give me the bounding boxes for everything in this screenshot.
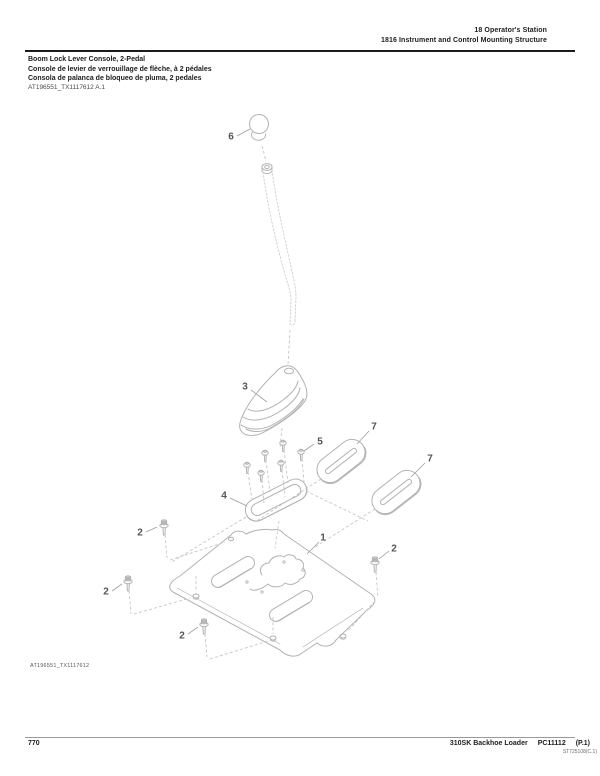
title-spanish: Consola de palanca de bloqueo de pluma, … <box>28 75 202 82</box>
plate-slot-upper <box>210 555 256 589</box>
callout-base-plate: 1 <box>320 532 326 544</box>
callout-gasket: 4 <box>221 490 227 502</box>
flange-bolt <box>159 519 169 536</box>
footer-right: 310SK Backhoe Loader PC11112 (P.1) <box>440 740 590 747</box>
footer-rule <box>25 737 575 738</box>
callout-bolt-top-left: 2 <box>137 527 143 539</box>
screw <box>297 448 305 461</box>
footer-catalog: PC11112 <box>537 740 566 747</box>
footer-page-ref: (P.1) <box>575 740 590 747</box>
screw <box>277 459 285 472</box>
lever-collar <box>261 163 273 174</box>
title-french: Console de levier de verrouillage de flè… <box>28 65 212 73</box>
footer-doc-code: ST725108(C.1) <box>562 749 597 755</box>
header-subsection: 1816 Instrument and Control Mounting Str… <box>381 36 547 44</box>
boot-screws <box>243 439 305 482</box>
diagram-caption: AT196551_TX1117612 <box>30 663 90 669</box>
base-plate <box>169 528 376 657</box>
callout-leaders <box>111 128 426 635</box>
callout-knob: 6 <box>228 131 234 143</box>
callout-bolt-bottom: 2 <box>179 630 185 642</box>
flange-bolt <box>199 618 209 635</box>
header-section: 18 Operator's Station <box>474 27 547 34</box>
figure-reference: AT196551_TX1117612 A.1 <box>28 84 105 91</box>
screw <box>261 449 269 462</box>
callout-bolt-right: 2 <box>391 543 397 555</box>
pad-left <box>316 438 367 485</box>
flange-bolt <box>123 575 133 592</box>
lever-shaft <box>262 169 297 326</box>
flange-bolt <box>370 556 380 573</box>
plate-lever-cutout <box>249 554 306 591</box>
callout-pad-left: 7 <box>371 421 377 433</box>
page-header: 18 Operator's Station 1816 Instrument an… <box>147 26 547 45</box>
callout-pad-right: 7 <box>427 453 433 465</box>
title-english: Boom Lock Lever Console, 2-Pedal <box>28 56 146 63</box>
screw <box>279 439 287 452</box>
gasket <box>244 478 308 522</box>
shift-boot <box>239 365 308 436</box>
plate-slot-lower <box>268 589 314 623</box>
assembly-axis-lines <box>128 145 379 660</box>
title-block: Boom Lock Lever Console, 2-Pedal Console… <box>28 55 448 84</box>
footer-page-number: 770 <box>28 740 40 747</box>
header-rule <box>25 50 575 52</box>
callout-screw: 5 <box>317 436 323 448</box>
mounting-bolts <box>123 519 380 635</box>
pad-right <box>371 469 422 516</box>
footer-model: 310SK Backhoe Loader <box>449 740 528 747</box>
lever-knob <box>249 114 269 141</box>
screw <box>243 461 251 474</box>
screw <box>257 469 265 482</box>
callout-boot: 3 <box>242 381 248 393</box>
callout-bolt-left: 2 <box>103 586 109 598</box>
